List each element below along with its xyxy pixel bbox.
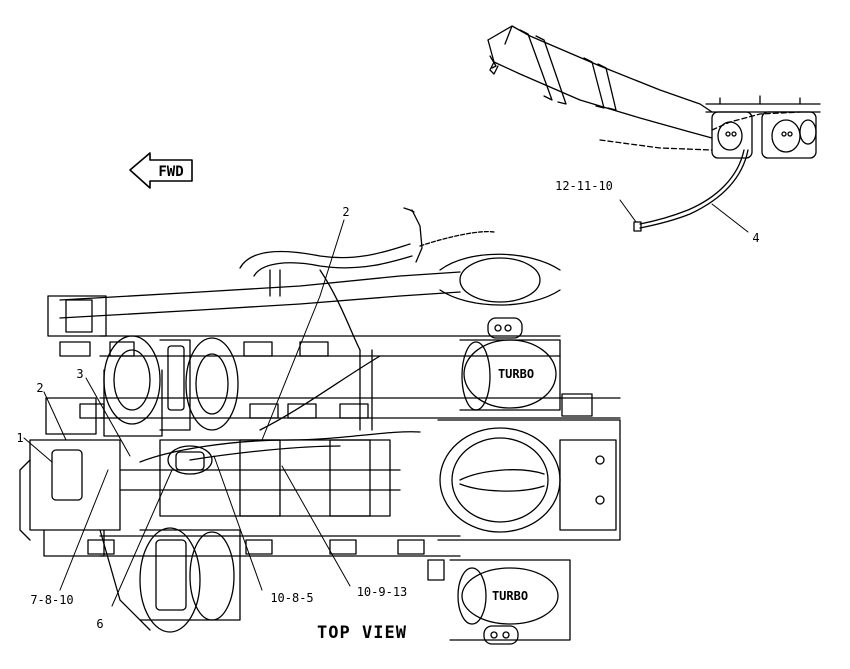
callout-10-9-13: 10-9-13 bbox=[357, 585, 408, 599]
callout-3: 3 bbox=[76, 367, 83, 381]
fwd-label: FWD bbox=[158, 164, 183, 180]
fwd-arrow: FWD bbox=[129, 152, 193, 189]
turbo-label-upper: TURBO bbox=[498, 367, 534, 381]
callout-4: 4 bbox=[752, 231, 759, 245]
turbo-label-lower: TURBO bbox=[492, 589, 528, 603]
engine-top-view: TURBO TURBO bbox=[19, 207, 621, 645]
head-bolts-lower bbox=[87, 539, 445, 581]
callouts: 1 2 2 3 4 6 7-8-10 10-8-5 10-9-13 12-11-… bbox=[16, 179, 759, 631]
detail-view bbox=[487, 25, 821, 233]
callout-2-top: 2 bbox=[342, 205, 349, 219]
callout-6: 6 bbox=[96, 617, 103, 631]
callout-7-8-10: 7-8-10 bbox=[30, 593, 73, 607]
callout-10-8-5: 10-8-5 bbox=[270, 591, 313, 605]
left-arrow-icon bbox=[129, 152, 193, 189]
leader-lines bbox=[23, 219, 351, 607]
callout-12-11-10: 12-11-10 bbox=[555, 179, 613, 193]
view-title: TOP VIEW bbox=[317, 623, 407, 643]
callout-2-left: 2 bbox=[36, 381, 43, 395]
callout-1: 1 bbox=[16, 431, 23, 445]
head-bolts-upper bbox=[59, 341, 369, 419]
